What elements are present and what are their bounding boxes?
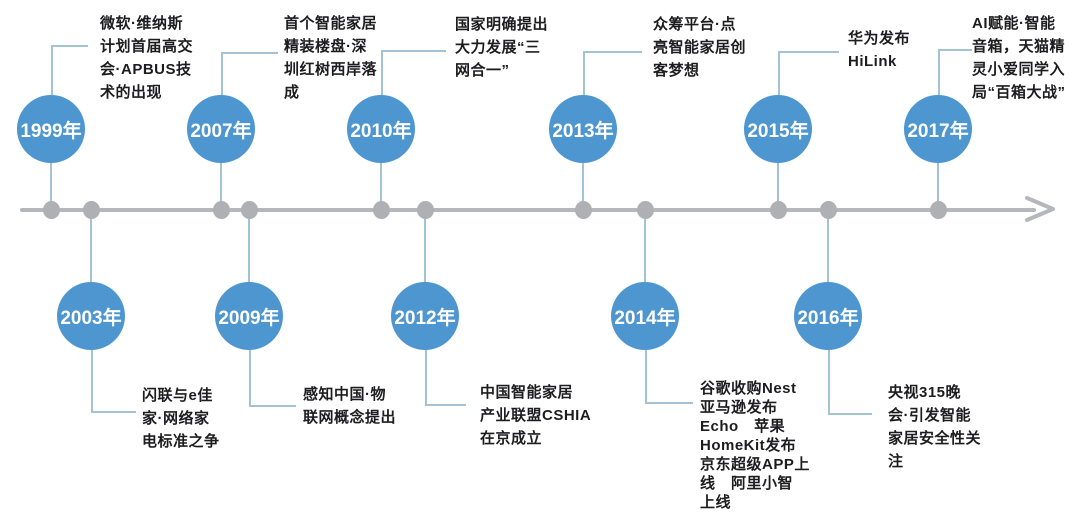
year-circle: 2010年 xyxy=(347,95,415,163)
event-description: AI赋能·智能 音箱，天猫精 灵小爱同学入 局“百箱大战” xyxy=(972,15,1066,101)
connector-elbow xyxy=(381,50,446,95)
year-circle: 2015年 xyxy=(744,95,812,163)
connector-elbow xyxy=(583,51,642,95)
connector-stem xyxy=(380,129,382,210)
axis-dot xyxy=(373,201,390,219)
connector-stem xyxy=(937,129,939,210)
year-label: 1999年 xyxy=(20,120,82,142)
year-label: 2015年 xyxy=(747,120,809,142)
axis-dot xyxy=(930,201,947,219)
event-description: 微软·维纳斯 计划首届高交 会·APBUS技 术的出现 xyxy=(100,15,194,101)
year-circle: 2012年 xyxy=(391,282,459,350)
connector-elbow xyxy=(249,350,296,407)
year-circle: 2009年 xyxy=(215,282,283,350)
axis-dot xyxy=(575,201,592,219)
year-label: 2010年 xyxy=(350,120,412,142)
year-label: 2009年 xyxy=(218,307,280,329)
event-description: 中国智能家居 产业联盟CSHIA 在京成立 xyxy=(480,384,592,447)
event-description: 谷歌收购Nest 亚马逊发布 Echo 苹果 HomeKit发布 京东超级APP… xyxy=(700,380,810,511)
axis-dot xyxy=(417,201,434,219)
year-label: 2016年 xyxy=(797,307,859,329)
year-label: 2007年 xyxy=(190,120,252,142)
axis-dot xyxy=(637,201,654,219)
year-label: 2014年 xyxy=(614,307,676,329)
connector-elbow xyxy=(425,350,466,406)
connector-elbow xyxy=(51,45,88,95)
axis-dot xyxy=(770,201,787,219)
connector-stem xyxy=(424,210,426,316)
connector-stem xyxy=(50,129,52,210)
event-description: 华为发布 HiLink xyxy=(848,30,911,70)
year-label: 2012年 xyxy=(394,307,456,329)
event-description: 众筹平台·点 亮智能家居创 客梦想 xyxy=(653,16,747,79)
connector-stem xyxy=(582,129,584,210)
year-circle: 2007年 xyxy=(187,95,255,163)
event-description: 国家明确提出 大力发展“三 网合一” xyxy=(455,16,549,79)
connector-elbow xyxy=(828,350,872,415)
event-description: 央视315晚 会·引发智能 家居安全性关 注 xyxy=(888,384,982,470)
axis-dot xyxy=(83,201,100,219)
connector-elbow xyxy=(938,49,972,95)
connector-stem xyxy=(248,210,250,316)
year-circle: 2017年 xyxy=(904,95,972,163)
connector-stem xyxy=(777,129,779,210)
event-description: 感知中国·物 联网概念提出 xyxy=(303,386,397,426)
year-circle: 1999年 xyxy=(17,95,85,163)
event-description: 闪联与e佳 家·网络家 电标准之争 xyxy=(142,387,220,450)
year-label: 2013年 xyxy=(552,120,614,142)
connector-stem xyxy=(220,129,222,210)
axis-dot xyxy=(213,201,230,219)
connector-stem xyxy=(90,210,92,316)
connector-elbow xyxy=(91,350,136,413)
timeline-axis xyxy=(20,208,1036,212)
axis-dot xyxy=(241,201,258,219)
year-circle: 2003年 xyxy=(57,282,125,350)
year-circle: 2013年 xyxy=(549,95,617,163)
event-description: 首个智能家居 精装楼盘·深 圳红树西岸落 成 xyxy=(284,15,378,101)
connector-stem xyxy=(644,210,646,316)
year-circle: 2016年 xyxy=(794,282,862,350)
connector-elbow xyxy=(778,51,839,95)
connector-stem xyxy=(827,210,829,316)
year-label: 2017年 xyxy=(907,120,969,142)
connector-elbow xyxy=(645,350,693,404)
timeline-arrow-icon xyxy=(1025,196,1055,222)
year-circle: 2014年 xyxy=(611,282,679,350)
connector-elbow xyxy=(221,52,278,95)
axis-dot xyxy=(43,201,60,219)
year-label: 2003年 xyxy=(60,307,122,329)
axis-dot xyxy=(820,201,837,219)
